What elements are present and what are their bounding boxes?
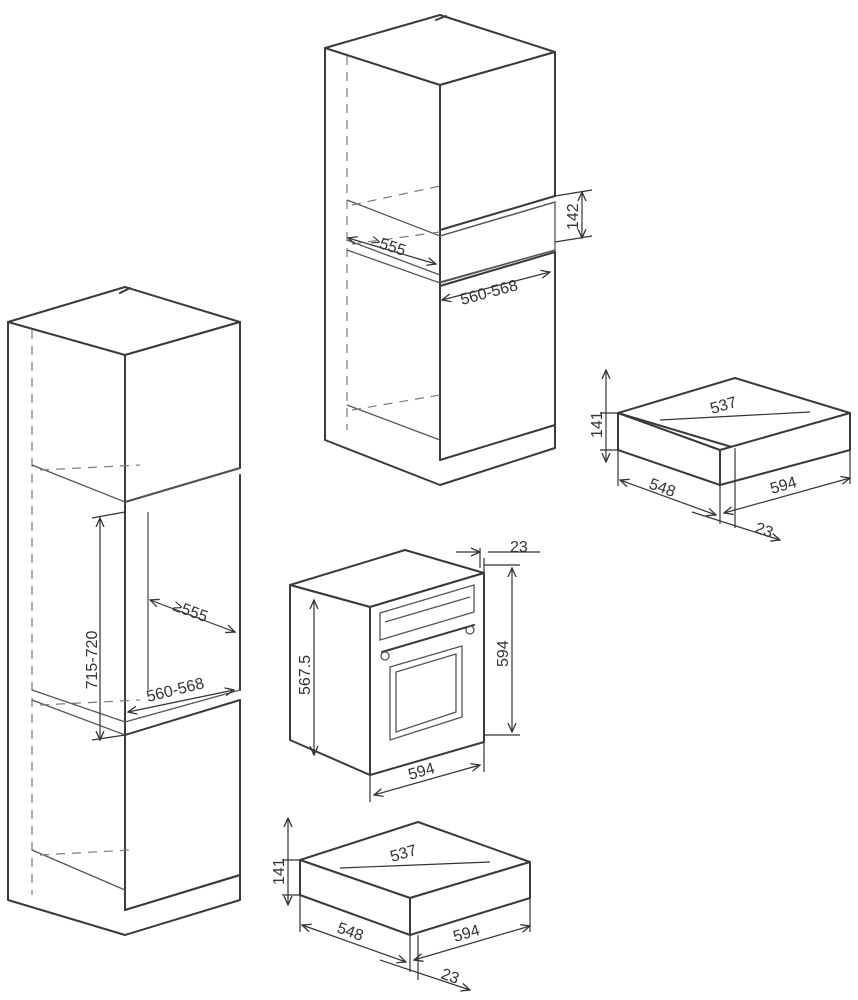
tall-depth-label: ≥555 <box>171 598 210 626</box>
oven-dimensions: 23 594 567.5 594 <box>297 539 540 802</box>
warming-drawer-bottom <box>299 821 531 936</box>
tall-cabinet-dimensions: 715-720 ≥555 560-568 <box>84 511 235 740</box>
oven <box>289 549 485 776</box>
drawer-top-height-label: 141 <box>589 411 606 438</box>
drawer-bottom-inner-width-label: 537 <box>388 842 418 866</box>
drawer-top-depth-label: 548 <box>647 476 678 501</box>
oven-width-label: 594 <box>406 760 436 784</box>
drawer-bottom-depth-label: 548 <box>335 920 366 945</box>
drawer-top-inner-width-label: 537 <box>708 394 738 418</box>
oven-front-label: 23 <box>510 539 528 556</box>
drawer-top-front-label: 23 <box>753 520 776 542</box>
drawer-top-width-label: 594 <box>768 474 798 498</box>
tall-width-label: 560-568 <box>145 675 206 706</box>
drawer-bottom-height-label: 141 <box>271 858 288 885</box>
gap-height-label: 142 <box>565 203 582 230</box>
drawer-bottom-width-label: 594 <box>451 922 481 946</box>
oven-front-height-label: 594 <box>495 640 512 667</box>
upper-cabinet <box>324 14 556 486</box>
drawer-bottom-front-label: 23 <box>439 966 462 988</box>
oven-body-height-label: 567.5 <box>297 655 314 695</box>
warming-drawer-bottom-dimensions: 141 537 548 594 23 <box>271 818 530 990</box>
niche-height-label: 715-720 <box>84 631 101 690</box>
